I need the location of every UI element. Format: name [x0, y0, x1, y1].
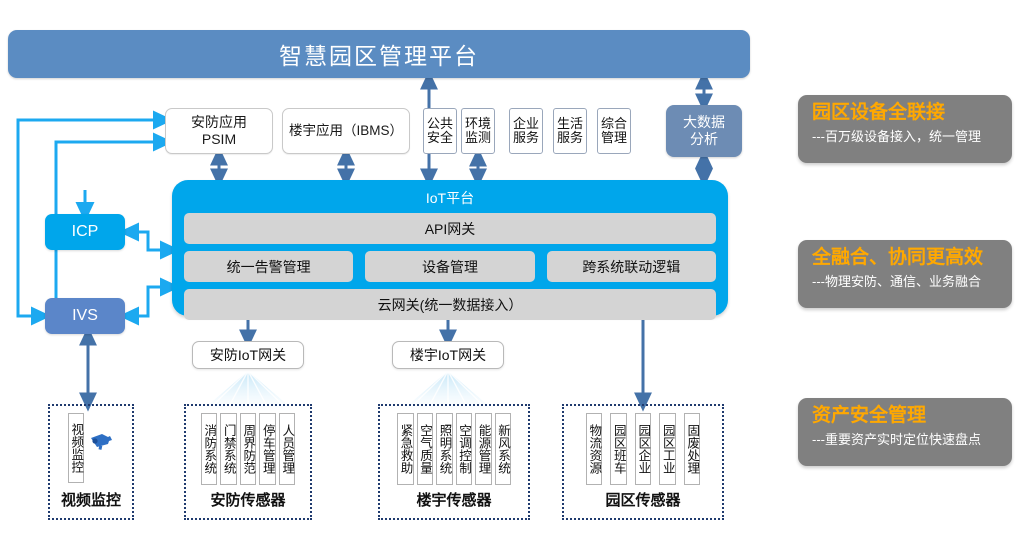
park-items-row: 物流资源 园区班车 园区企业 园区工业 固废处理 — [585, 413, 701, 485]
app-box-public-safety[interactable]: 公共 安全 — [423, 108, 457, 154]
sensor-group-security-title: 安防传感器 — [210, 492, 286, 509]
environment-line1: 环境 — [464, 116, 491, 132]
gateway-building-label: 楼宇IoT网关 — [409, 347, 487, 363]
sensor-group-building: 紧急救助 空气质量 照明系统 空调控制 能源管理 新风系统 楼宇传感器 — [378, 404, 530, 520]
arrow-icp-to-iot — [129, 230, 181, 260]
app-box-environment[interactable]: 环境 监测 — [461, 108, 495, 154]
benefit-title-2: 全融合、协同更高效 — [812, 247, 984, 268]
app-box-enterprise-service[interactable]: 企业 服务 — [509, 108, 543, 154]
api-gateway-box[interactable]: API网关 — [184, 213, 716, 244]
sensor-group-building-title: 楼宇传感器 — [416, 492, 492, 509]
building-items-row: 紧急救助 空气质量 照明系统 空调控制 能源管理 新风系统 — [397, 413, 511, 485]
iot-platform-title: IoT平台 — [425, 190, 475, 206]
sensor-item-emergency-rescue[interactable]: 紧急救助 — [397, 413, 414, 485]
sensor-group-park: 物流资源 园区班车 园区企业 园区工业 固废处理 园区传感器 — [562, 404, 724, 520]
icp-label: ICP — [71, 223, 99, 240]
arrow-iot-to-ivs — [118, 285, 172, 326]
enterprise-line1: 企业 — [512, 116, 539, 132]
benefit-card-connectivity: 园区设备全联接 ---百万级设备接入，统一管理 — [798, 95, 1012, 163]
sensor-item-park-industry[interactable]: 园区工业 — [659, 413, 676, 485]
sensor-item-fire-system[interactable]: 消防系统 — [200, 413, 218, 485]
benefit-title-3: 资产安全管理 — [812, 405, 927, 426]
sensor-item-park-enterprise[interactable]: 园区企业 — [634, 413, 652, 485]
arrow-left-down-to-ivs — [16, 188, 52, 326]
sensor-item-perimeter-protection[interactable]: 周界防范 — [239, 413, 257, 485]
sensor-item-air-quality[interactable]: 空气质量 — [416, 413, 433, 485]
ibms-label: 楼宇应用（IBMS） — [288, 122, 403, 138]
sensor-item-energy-management[interactable]: 能源管理 — [475, 413, 492, 485]
psim-label-line2: PSIM — [201, 131, 237, 147]
sensor-item-park-shuttle[interactable]: 园区班车 — [610, 413, 627, 485]
sensor-group-video: 视频监控 视频监控 — [48, 404, 134, 520]
life-line2: 服务 — [556, 130, 583, 145]
sensor-item-access-control[interactable]: 门禁系统 — [220, 413, 237, 485]
integrated-line1: 综合 — [600, 116, 627, 132]
sensor-group-security: 消防系统 门禁系统 周界防范 停车管理 人员管理 安防传感器 — [184, 404, 312, 520]
sensor-item-fresh-air-system[interactable]: 新风系统 — [494, 413, 511, 485]
benefit-subtitle-3: ---重要资产实时定位快速盘点 — [812, 431, 981, 447]
video-inner: 视频监控 — [67, 413, 115, 483]
ivs-label: IVS — [72, 307, 98, 324]
platform-title-bar: 智慧园区管理平台 — [8, 30, 750, 78]
page-title: 智慧园区管理平台 — [279, 43, 479, 69]
enterprise-line2: 服务 — [512, 130, 539, 145]
node-ivs[interactable]: IVS — [45, 298, 125, 334]
benefit-title-1: 园区设备全联接 — [812, 102, 946, 123]
module-alarm-management[interactable]: 统一告警管理 — [184, 251, 354, 282]
iot-modules-row: 统一告警管理 设备管理 跨系统联动逻辑 — [184, 251, 716, 282]
app-box-ibms[interactable]: 楼宇应用（IBMS） — [282, 108, 410, 154]
sensor-item-logistics-resources[interactable]: 物流资源 — [585, 413, 603, 485]
module-device-management[interactable]: 设备管理 — [365, 251, 535, 282]
psim-label-line1: 安防应用 — [191, 113, 247, 130]
app-box-psim[interactable]: 安防应用 PSIM — [165, 108, 273, 154]
sensor-item-parking-management[interactable]: 停车管理 — [259, 413, 276, 485]
security-items-row: 消防系统 门禁系统 周界防范 停车管理 人员管理 — [200, 413, 296, 485]
arrow-iot-to-icp — [118, 222, 172, 252]
node-icp[interactable]: ICP — [45, 214, 125, 250]
environment-line2: 监测 — [464, 130, 491, 145]
sensor-group-video-title: 视频监控 — [60, 492, 121, 509]
sensor-item-hvac-control[interactable]: 空调控制 — [455, 413, 472, 485]
gateway-building-iot[interactable]: 楼宇IoT网关 — [392, 341, 504, 369]
sensor-group-park-title: 园区传感器 — [605, 492, 681, 509]
benefit-subtitle-2: ---物理安防、通信、业务融合 — [812, 273, 981, 289]
camera-icon — [91, 434, 113, 450]
app-box-life-service[interactable]: 生活 服务 — [553, 108, 587, 154]
iot-platform-panel: IoT平台 API网关 统一告警管理 设备管理 跨系统联动逻辑 云网关(统一数据… — [172, 180, 728, 320]
public-safety-line2: 安全 — [426, 130, 453, 145]
cloud-gateway-row: 云网关(统一数据接入） — [184, 289, 716, 320]
sensor-item-lighting-system[interactable]: 照明系统 — [436, 413, 453, 485]
app-box-integrated-management[interactable]: 综合 管理 — [597, 108, 631, 154]
public-safety-line1: 公共 — [426, 116, 453, 132]
sensor-item-video-monitor[interactable]: 视频监控 — [67, 413, 85, 483]
module-cross-system-logic[interactable]: 跨系统联动逻辑 — [546, 251, 716, 282]
bigdata-line1: 大数据 — [683, 114, 725, 131]
cloud-gateway-box[interactable]: 云网关(统一数据接入） — [184, 289, 716, 320]
sensor-item-personnel-management[interactable]: 人员管理 — [278, 413, 296, 485]
bigdata-line2: 分析 — [690, 131, 718, 147]
benefit-card-asset-security: 资产安全管理 ---重要资产实时定位快速盘点 — [798, 398, 1012, 466]
benefit-card-convergence: 全融合、协同更高效 ---物理安防、通信、业务融合 — [798, 240, 1012, 308]
arrow-ivs-to-iot — [129, 277, 181, 318]
gateway-security-label: 安防IoT网关 — [209, 347, 287, 363]
benefit-subtitle-1: ---百万级设备接入，统一管理 — [812, 128, 981, 144]
arrow-left-to-psim-upper — [16, 110, 174, 188]
bigdata-analytics-box[interactable]: 大数据 分析 — [666, 105, 742, 157]
life-line1: 生活 — [556, 116, 583, 132]
sensor-item-solid-waste[interactable]: 固废处理 — [683, 413, 701, 485]
api-gateway-row: API网关 — [184, 213, 716, 244]
gateway-security-iot[interactable]: 安防IoT网关 — [192, 341, 304, 369]
integrated-line2: 管理 — [600, 130, 627, 145]
